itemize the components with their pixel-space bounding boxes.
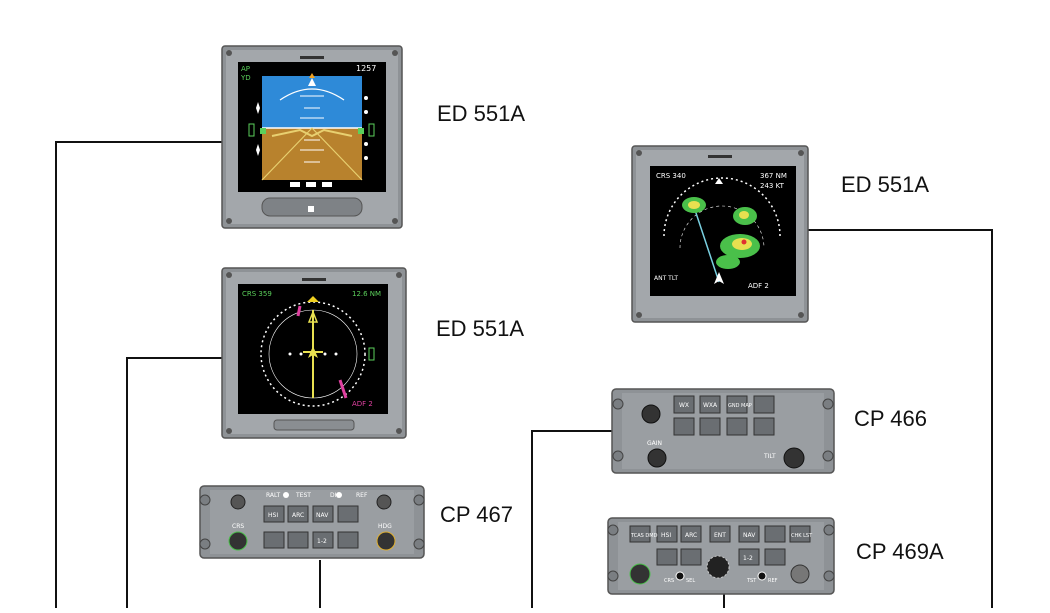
cp467-nav-button[interactable]: [312, 505, 334, 523]
cp466-blank-button[interactable]: [699, 417, 721, 436]
cp469a-arrow1-button[interactable]: [656, 548, 678, 566]
cp467-hdg-knob[interactable]: [376, 531, 396, 551]
cp469a-nav-label: NAV: [743, 532, 756, 539]
radar-nm-text: 367 NM: [760, 172, 787, 180]
cp469a-tcas-button[interactable]: [629, 525, 651, 543]
radar-crs-text: CRS 340: [656, 172, 686, 180]
pfd-label: ED 551A: [437, 101, 526, 126]
cp467-label: CP 467: [440, 502, 513, 527]
cp469a-arc-button[interactable]: [680, 525, 702, 543]
cp469a-nav-button[interactable]: [738, 525, 760, 543]
cp466-wx-label: WX: [679, 402, 689, 409]
cp467-ralt-label: RALT: [266, 492, 281, 499]
cp469a-panel: TCAS DMD HSI ARC ENT NAV CHK LST 1-2 SEL…: [607, 517, 835, 595]
cp469a-crs-label: CRS: [664, 578, 674, 584]
cp467-arrow1-button[interactable]: [263, 531, 285, 549]
cp469a-label: CP 469A: [856, 539, 944, 564]
cp466-mode-knob[interactable]: [641, 404, 661, 424]
cp467-arrow2-button[interactable]: [287, 531, 309, 549]
cp469a-arc-label: ARC: [685, 532, 697, 539]
hsi-display: CRS 359 12.6 NM ADF 2: [221, 267, 407, 439]
cp466-blank-button[interactable]: [673, 417, 695, 436]
radar-display: CRS 340 367 NM 243 KT ANT TLT ADF 2: [631, 145, 809, 323]
cp467-arc-button[interactable]: [287, 505, 309, 523]
pfd-alt-readout: 1257: [356, 64, 376, 73]
radar-ant-tilt-text: ANT TLT: [654, 275, 678, 282]
cp469a-down-button[interactable]: [764, 548, 786, 566]
hsi-dist-text: 12.6 NM: [352, 290, 381, 298]
cp467-nav-label: NAV: [316, 512, 329, 519]
cp469a-sel-label: SEL: [686, 578, 695, 584]
line-hsi: [126, 357, 222, 608]
cp467-ref-label: REF: [356, 492, 368, 499]
cp466-panel: GAIN TILT WX WXA GND MAP: [611, 388, 835, 474]
cp466-wx-button[interactable]: [673, 395, 695, 414]
cp467-test-label: TEST: [295, 492, 311, 499]
cp467-dh-knob[interactable]: [230, 494, 246, 510]
cp469a-tst-label: TST: [746, 578, 757, 584]
cp466-wxa-button[interactable]: [699, 395, 721, 414]
connection-lines: [55, 141, 993, 608]
radar-adf-text: ADF 2: [748, 282, 769, 290]
cp467-brt-knob[interactable]: [376, 494, 392, 510]
pfd-display: AP YD 1257: [221, 45, 403, 229]
cp469a-arrow2-button[interactable]: [680, 548, 702, 566]
cp467-hsi-label: HSI: [268, 512, 278, 519]
cp466-label: CP 466: [854, 406, 927, 431]
hsi-label: ED 551A: [436, 316, 525, 341]
cp467-crs-label: CRS: [232, 523, 244, 530]
cp467-hdg-label: HDG: [378, 523, 392, 530]
cp466-blank-button[interactable]: [753, 395, 775, 414]
line-cp466: [531, 430, 612, 608]
cp466-blank-button[interactable]: [753, 417, 775, 436]
cp469a-ref-label: REF: [768, 578, 778, 584]
pfd-ap-text: AP: [241, 65, 250, 73]
cp469a-chklst-label: CHK LST: [791, 533, 813, 539]
cp466-gain-knob[interactable]: [647, 448, 667, 468]
cp469a-hsi-label: HSI: [661, 532, 671, 539]
cp466-gndmap-button[interactable]: [726, 395, 748, 414]
cp467-arc-label: ARC: [292, 512, 304, 519]
cp469a-chklst-button[interactable]: [789, 525, 811, 543]
cp469a-up-button[interactable]: [764, 525, 786, 543]
cp469a-crs-knob[interactable]: [629, 563, 651, 585]
hsi-adf-text: ADF 2: [352, 400, 373, 408]
cp467-crs-knob[interactable]: [228, 531, 248, 551]
cp466-gain-label: GAIN: [647, 440, 662, 447]
cp467-switch-button[interactable]: [312, 531, 334, 549]
radar-display-label: ED 551A: [841, 172, 930, 197]
cp467-panel: RALT TEST DH REF CRS HDG HSI ARC NAV 1-2: [199, 485, 425, 559]
cp469a-tcas-label: TCAS DMD: [630, 533, 658, 539]
hsi-crs-text: CRS 359: [242, 290, 272, 298]
cp466-tilt-label: TILT: [763, 453, 776, 460]
line-pfd: [55, 141, 222, 608]
cp469a-hsi-button[interactable]: [656, 525, 678, 543]
pfd-yd-text: YD: [240, 74, 251, 82]
cp469a-brt-knob[interactable]: [790, 564, 810, 584]
cp466-wxa-label: WXA: [703, 402, 718, 409]
cp467-hsi-button[interactable]: [263, 505, 285, 523]
line-radar: [808, 229, 993, 608]
cp467-dh-label: DH: [330, 492, 339, 499]
cp469a-ent-button[interactable]: [709, 525, 731, 543]
cp469a-joystick-knob[interactable]: [706, 555, 730, 579]
radar-kt-text: 243 KT: [760, 182, 785, 190]
cp466-tilt-knob[interactable]: [783, 447, 805, 469]
cp467-up-button[interactable]: [337, 505, 359, 523]
cp469a-switch-label: 1-2: [743, 555, 753, 562]
cp467-down-button[interactable]: [337, 531, 359, 549]
cp469a-switch-button[interactable]: [738, 548, 760, 566]
cp466-gndmap-label: GND MAP: [728, 403, 752, 409]
cp466-button-grid: WX WXA GND MAP: [673, 395, 775, 436]
cp469a-ent-label: ENT: [714, 532, 726, 539]
cp467-switch-label: 1-2: [317, 538, 327, 545]
cp466-blank-button[interactable]: [726, 417, 748, 436]
